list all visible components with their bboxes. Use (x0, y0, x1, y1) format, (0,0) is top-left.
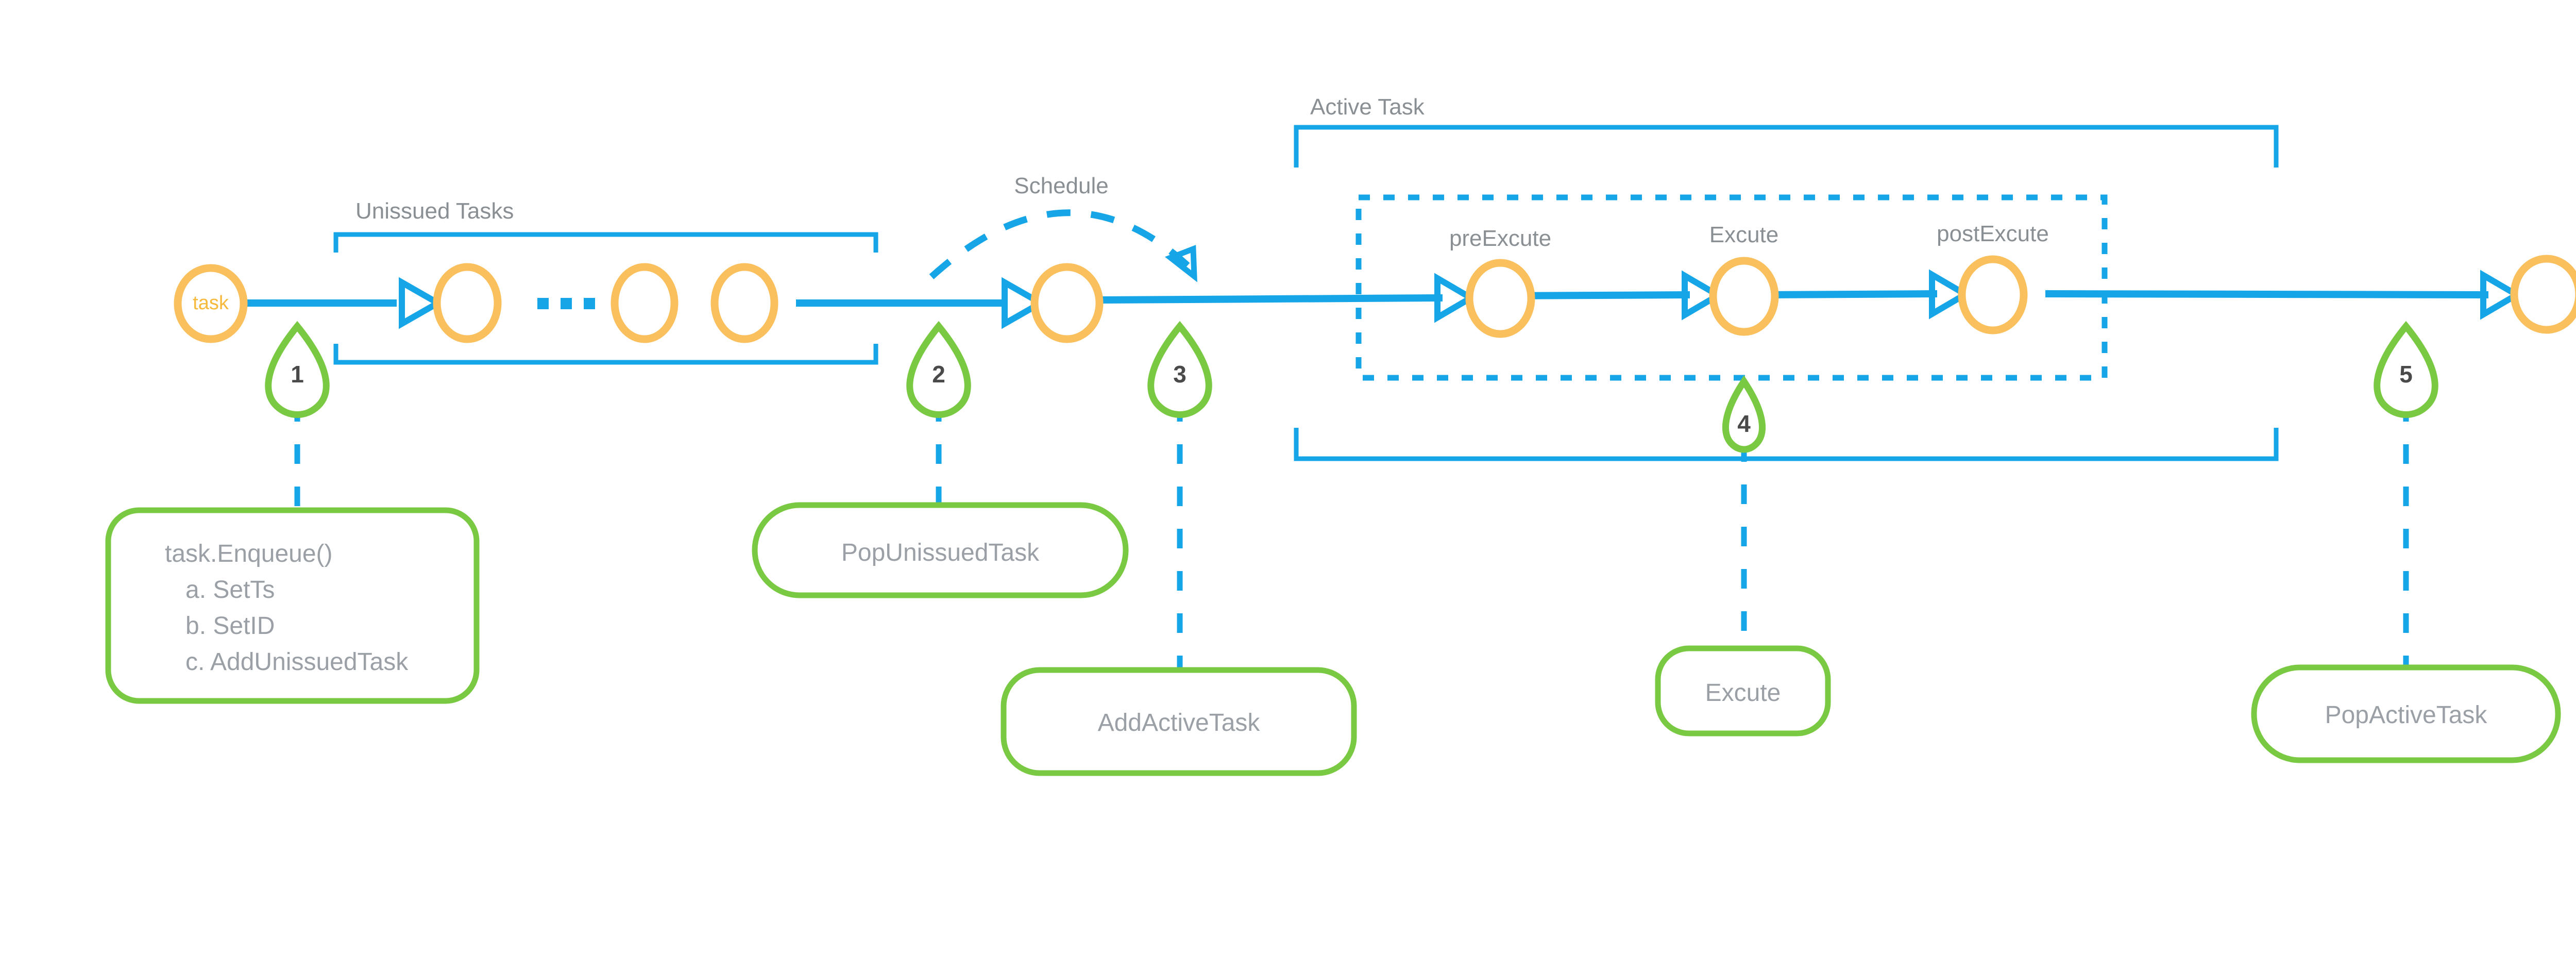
active-task-label: Active Task (1310, 94, 1425, 120)
node-task[interactable] (174, 264, 248, 343)
node-task-label: task (193, 292, 229, 314)
ellipsis-dot-3 (584, 298, 595, 309)
note-3-title: AddActiveTask (1098, 709, 1261, 736)
unissued-tasks-bracket (333, 232, 878, 365)
step-marker-label-4: 4 (1737, 410, 1751, 437)
active-task-bracket (1294, 125, 2279, 461)
note-1-line-b: b. SetID (185, 612, 275, 640)
schedule-arrowhead (1164, 245, 1197, 282)
flow-seg-exec-to-post (1761, 290, 1938, 298)
stage-label-excute: Excute (1709, 222, 1779, 247)
schedule-arc (929, 209, 1190, 279)
stage-label-postexcute: postExcute (1937, 221, 2049, 246)
node-queue-3[interactable] (710, 263, 778, 343)
ellipsis-dot-1 (537, 298, 549, 309)
step-marker-3[interactable] (1147, 321, 1212, 418)
note-1-title: task.Enqueue() (165, 540, 333, 567)
flow-arrowheads (399, 269, 2523, 329)
bracket-unissued-bottom (333, 344, 878, 365)
step-marker-label-1: 1 (291, 361, 304, 388)
ellipsis-dot-2 (561, 298, 572, 309)
note-5-title: PopActiveTask (2325, 701, 2488, 729)
marker-leader-lines (294, 402, 2409, 670)
bracket-unissued-top (333, 232, 878, 253)
node-preexcute[interactable] (1465, 259, 1535, 338)
arrowhead-to-postexcute (1929, 269, 1972, 320)
step-marker-4[interactable] (1722, 375, 1766, 453)
node-queue-2[interactable] (611, 263, 679, 343)
schedule-label: Schedule (1014, 173, 1108, 198)
note-1-line-a: a. SetTs (185, 576, 275, 604)
bracket-active-bottom (1294, 428, 2279, 461)
node-excute[interactable] (1709, 257, 1779, 336)
note-box-3[interactable] (1001, 667, 1357, 776)
step-marker-numbers: 1 2 3 4 5 (291, 361, 2413, 437)
arrowhead-to-schedule-node (1002, 277, 1047, 329)
execution-phase-box (1355, 194, 2108, 381)
step-markers (265, 321, 2438, 453)
note-2-title: PopUnissuedTask (841, 539, 1040, 566)
arrowhead-to-preexcute (1434, 273, 1477, 323)
arrowhead-to-q1 (399, 277, 445, 329)
step-marker-label-2: 2 (932, 361, 945, 388)
step-marker-label-3: 3 (1173, 361, 1187, 388)
note-box-1[interactable] (105, 507, 480, 704)
step-marker-2[interactable] (906, 321, 971, 418)
note-4-title: Excute (1705, 679, 1781, 707)
task-nodes (174, 255, 2576, 343)
note-1-line-c: c. AddUnissuedTask (185, 648, 409, 676)
arrowhead-to-excute (1682, 270, 1724, 321)
flow-seg-sched-to-pre (1099, 294, 1443, 304)
node-queue-1[interactable] (433, 263, 502, 343)
step-marker-5[interactable] (2374, 321, 2438, 418)
bracket-active-top (1294, 125, 2279, 168)
node-final[interactable] (2510, 255, 2576, 334)
stage-label-preexcute: preExcute (1449, 226, 1551, 251)
step-marker-label-5: 5 (2399, 361, 2413, 388)
note-box-2[interactable] (752, 502, 1129, 598)
unissued-tasks-label: Unissued Tasks (355, 198, 514, 224)
main-flow-line (241, 290, 2489, 307)
flow-seg-post-to-end (2045, 290, 2489, 298)
arrowhead-to-final-node (2480, 270, 2523, 320)
note-box-5[interactable] (2251, 664, 2561, 763)
note-box-4[interactable] (1655, 645, 1831, 736)
queue-ellipsis-dots (537, 298, 595, 309)
step-marker-1[interactable] (265, 321, 330, 418)
node-postexcute[interactable] (1958, 255, 2028, 334)
node-schedule[interactable] (1030, 263, 1104, 343)
